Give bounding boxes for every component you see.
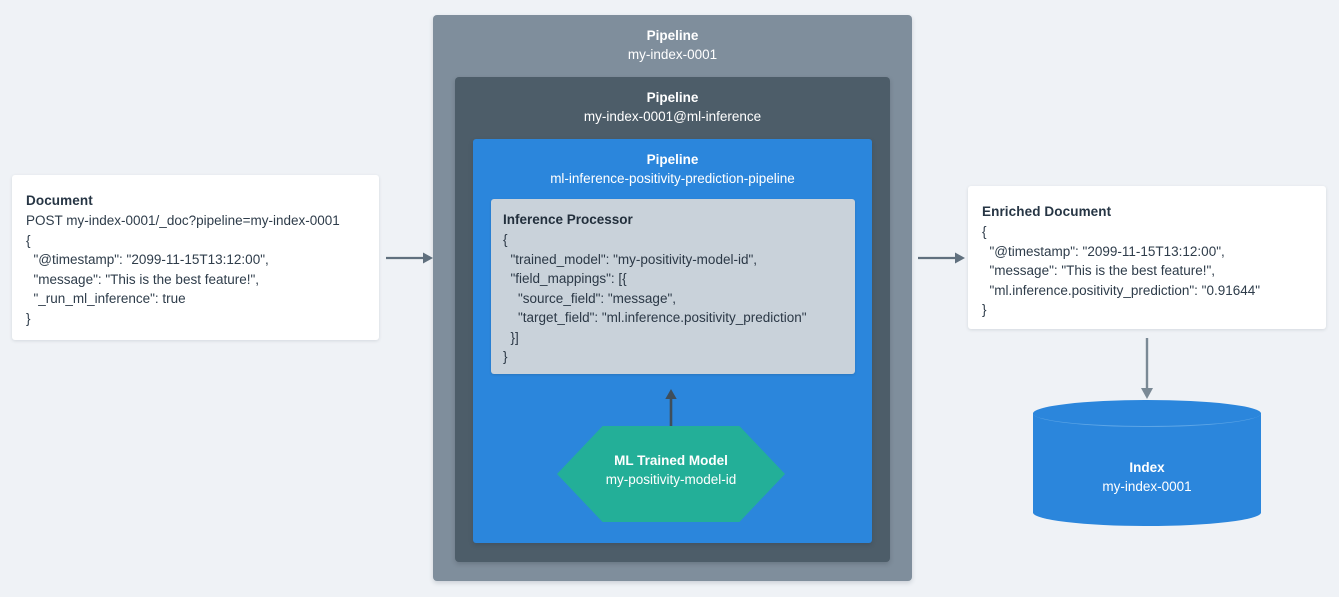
ml-trained-model-node: ML Trained Model my-positivity-model-id — [557, 426, 785, 522]
enriched-document-card: Enriched Document { "@timestamp": "2099-… — [968, 186, 1326, 329]
arrow-document-to-pipeline — [386, 252, 433, 264]
pipeline-inner-name: ml-inference-positivity-prediction-pipel… — [550, 171, 795, 186]
inference-processor-line: { — [503, 232, 508, 247]
arrow-pipeline-to-enriched-document — [918, 252, 965, 264]
document-card-line: } — [26, 310, 31, 326]
inference-processor-line: } — [503, 349, 508, 364]
ml-trained-model-kind: ML Trained Model — [614, 453, 728, 468]
enriched-document-card-line: "message": "This is the best feature!", — [982, 263, 1216, 278]
index-cylinder-top — [1033, 400, 1261, 427]
inference-processor-title: Inference Processor — [503, 212, 633, 227]
document-card-line: "@timestamp": "2099-11-15T13:12:00", — [26, 252, 269, 267]
inference-processor-panel: Inference Processor { "trained_model": "… — [491, 199, 855, 374]
document-card-line: { — [26, 232, 31, 248]
pipeline-middle-name: my-index-0001@ml-inference — [583, 109, 762, 124]
inference-processor-line: "target_field": "ml.inference.positivity… — [503, 310, 807, 325]
pipeline-middle-kind: Pipeline — [646, 90, 699, 105]
pipeline-inner-kind: Pipeline — [646, 152, 699, 167]
pipeline-outer-box: Pipeline my-index-0001 Pipeline my-index… — [433, 15, 912, 581]
inference-processor-line: "source_field": "message", — [503, 290, 676, 306]
pipeline-outer-kind: Pipeline — [646, 28, 699, 43]
ml-trained-model-name: my-positivity-model-id — [605, 472, 737, 487]
enriched-document-card-line: } — [982, 302, 987, 317]
pipeline-middle-header: Pipeline my-index-0001@ml-inference — [455, 77, 890, 127]
document-card-line: POST my-index-0001/_doc?pipeline=my-inde… — [26, 213, 340, 228]
index-cylinder-body — [1033, 413, 1261, 513]
index-name: my-index-0001 — [1102, 479, 1192, 494]
inference-processor-line: }] — [503, 329, 519, 345]
enriched-document-card-line: "@timestamp": "2099-11-15T13:12:00", — [982, 243, 1225, 259]
arrow-model-to-processor — [665, 389, 677, 427]
enriched-document-card-line: { — [982, 224, 987, 239]
pipeline-outer-header: Pipeline my-index-0001 — [433, 15, 912, 65]
document-card: Document POST my-index-0001/_doc?pipelin… — [12, 175, 379, 340]
inference-processor-line: "trained_model": "my-positivity-model-id… — [503, 251, 758, 267]
document-card-title: Document — [26, 193, 93, 208]
enriched-document-card-title: Enriched Document — [982, 204, 1112, 219]
pipeline-inner-header: Pipeline ml-inference-positivity-predict… — [473, 139, 872, 189]
inference-processor-line: "field_mappings": [{ — [503, 271, 627, 286]
document-card-line: "message": "This is the best feature!", — [26, 271, 260, 287]
pipeline-outer-name: my-index-0001 — [627, 47, 718, 62]
arrow-enriched-document-to-index — [1141, 338, 1153, 399]
document-card-line: "_run_ml_inference": true — [26, 291, 186, 306]
pipeline-middle-box: Pipeline my-index-0001@ml-inference Pipe… — [455, 77, 890, 562]
enriched-document-card-line: "ml.inference.positivity_prediction": "0… — [982, 282, 1261, 298]
index-label: Index my-index-0001 — [1033, 458, 1261, 497]
index-kind: Index — [1129, 460, 1165, 475]
index-node: Index my-index-0001 — [1033, 400, 1261, 526]
